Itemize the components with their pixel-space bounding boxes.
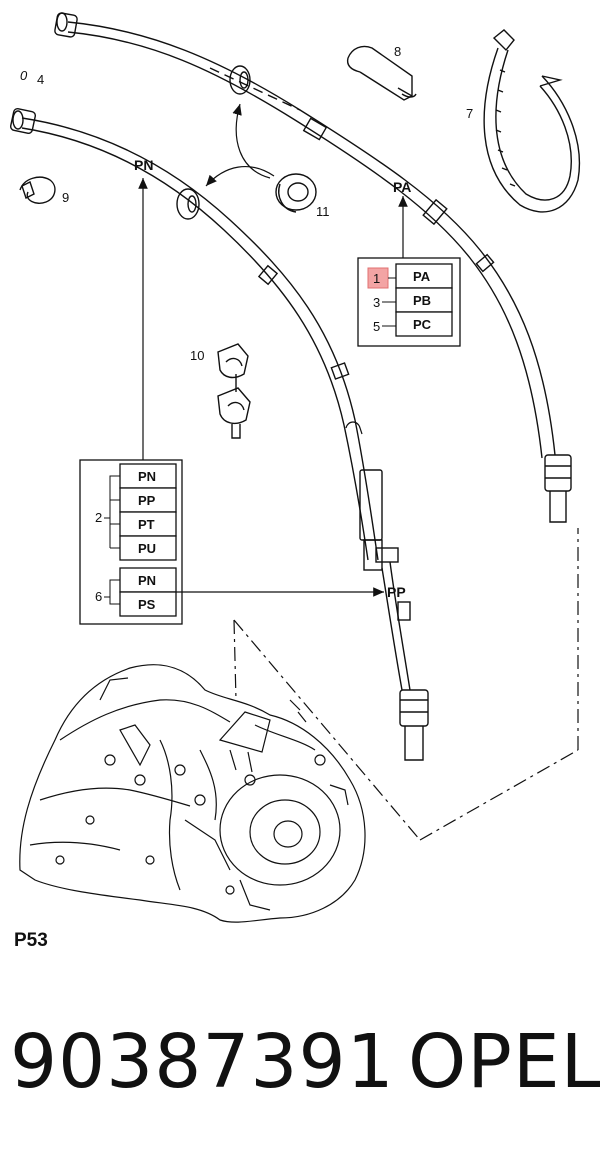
part-4-prefix: 0 [20,68,28,83]
pn-g1-code-1: PN [138,469,156,484]
pa-row-3-num: 5 [373,319,380,334]
part-11-label: 11 [316,204,330,219]
seal-strip-part [346,45,417,101]
pn-g1-num: 2 [95,510,102,525]
table-pa: 1 PA 3 PB 5 PC [357,257,461,347]
connection-lines [233,528,579,841]
part-7-label: 7 [466,106,473,121]
double-clip-part [217,343,251,439]
table-pn: PN PP PT PU 2 PN PS 6 [79,459,183,625]
callout-pn: PN [134,157,153,173]
part-9-label: 9 [62,190,69,205]
inner-cable-clip [345,421,363,435]
pa-row-1-num: 1 [373,271,380,286]
arrow-11-to-outer [232,103,271,179]
sheet-code: P53 [14,930,48,951]
pn-g1-code-4: PU [138,541,156,556]
part-10-label: 10 [190,348,204,363]
pn-g2-code-1: PN [138,573,156,588]
pn-g2-code-2: PS [138,597,156,612]
callout-pa: PA [393,179,411,195]
pn-g1-code-2: PP [138,493,156,508]
brand-name: OPEL [408,1019,600,1105]
part-8-label: 8 [394,44,401,59]
pa-row-1-code: PA [413,269,431,284]
part-4-label: 4 [37,72,44,87]
pa-row-2-code: PB [413,293,431,308]
pa-row-2-num: 3 [373,295,380,310]
cable-tie-part [483,29,580,213]
clip-part [19,176,56,204]
speedometer-cable-inner [9,107,429,761]
arrow-11-to-inner [205,165,275,187]
pa-row-3-code: PC [413,317,432,332]
grommet-part [275,173,317,213]
pn-g2-num: 6 [95,589,102,604]
speedometer-cable-outer [54,12,572,523]
pn-g1-code-3: PT [138,517,155,532]
part-number: 90387391 [10,1019,395,1105]
callout-pp: PP [387,584,406,600]
gearbox-illustration [19,664,366,923]
parts-diagram: 0 4 8 7 9 11 10 [9,12,580,923]
